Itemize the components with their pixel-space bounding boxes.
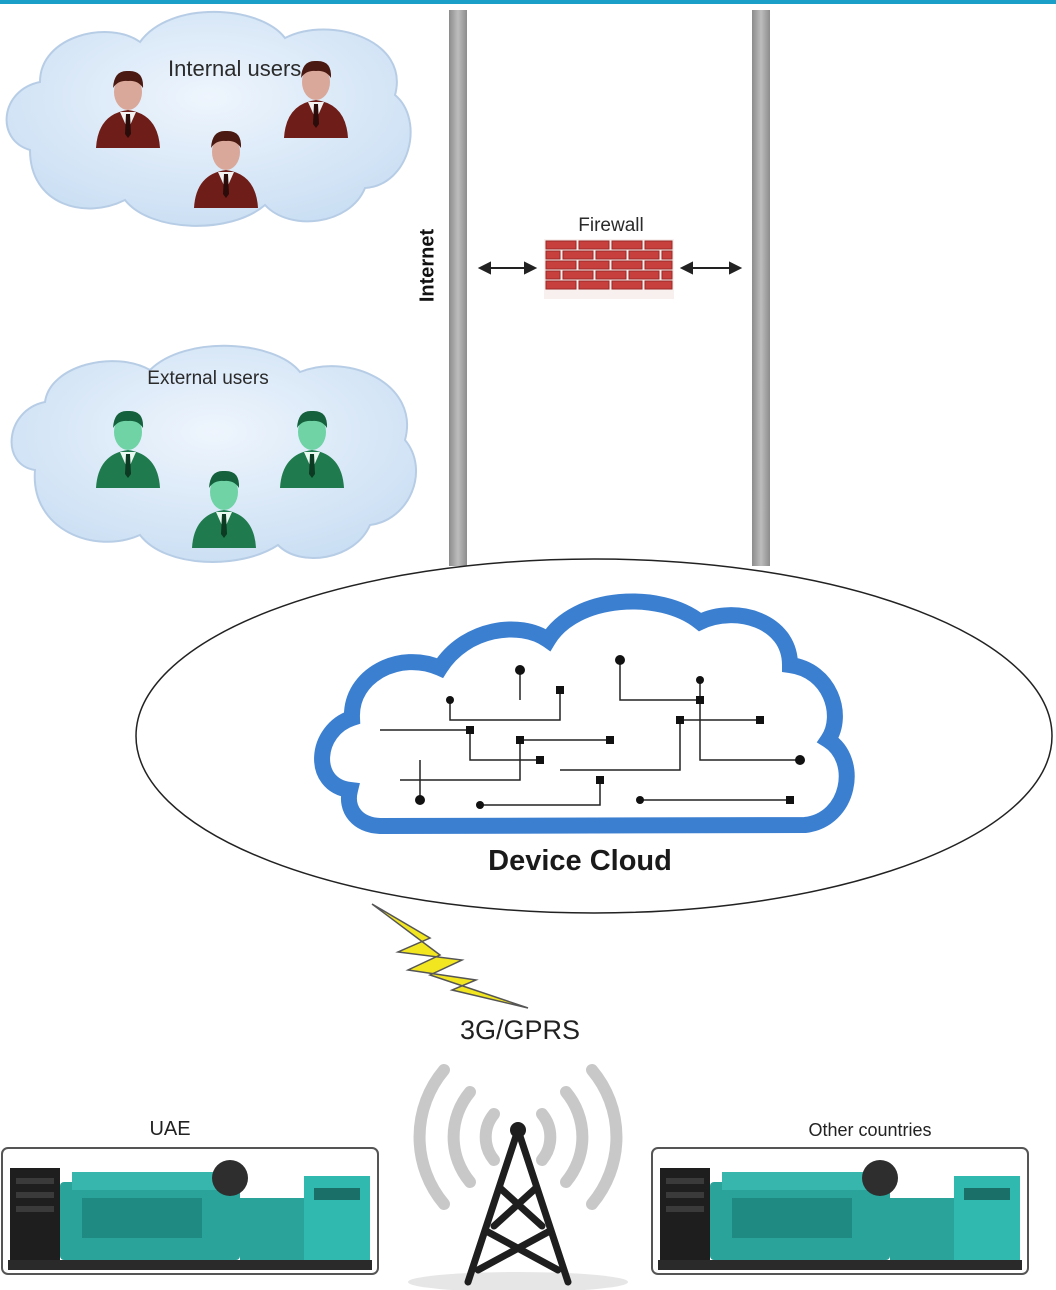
cell-tower-icon xyxy=(408,1064,628,1290)
external-users-cloud xyxy=(10,344,417,563)
boundary-pillar xyxy=(752,10,770,566)
brick-wall-icon xyxy=(544,239,674,299)
network-label: 3G/GPRS xyxy=(459,1015,581,1045)
firewall-label: Firewall xyxy=(578,215,644,236)
circuit-cloud-icon xyxy=(314,593,855,835)
internet-label: Internet xyxy=(416,228,439,303)
arrow-left xyxy=(477,261,538,275)
generator-icon xyxy=(651,1147,1029,1275)
device-cloud-ellipse xyxy=(135,558,1053,914)
top-border xyxy=(0,0,1056,4)
arrow-right xyxy=(679,261,743,275)
external-users-label: External users xyxy=(147,368,269,389)
site-uae-label: UAE xyxy=(149,1118,191,1140)
site-other-label: Other countries xyxy=(808,1120,932,1140)
lightning-bolt-icon xyxy=(371,903,529,1009)
device-cloud-label: Device Cloud xyxy=(488,845,672,877)
internal-users-label: Internal users xyxy=(168,56,302,81)
generator-icon xyxy=(1,1147,379,1275)
internet-pillar xyxy=(449,10,467,566)
